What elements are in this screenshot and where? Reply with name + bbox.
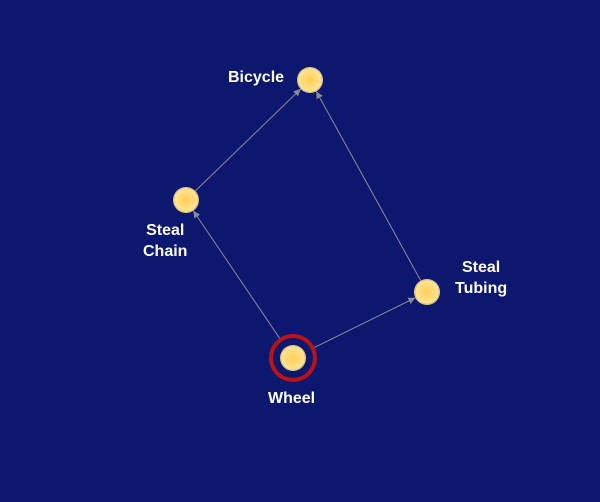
- label-wheel-line: Wheel: [268, 390, 316, 407]
- node-bicycle[interactable]: [298, 68, 322, 92]
- edge-wheel-to-steal-tubing: [303, 297, 416, 354]
- label-steal-chain: Steal Chain: [143, 220, 187, 262]
- label-wheel: Wheel: [268, 388, 315, 409]
- label-bicycle: Bicycle: [228, 67, 284, 88]
- edge-steal-chain-to-bicycle: [194, 88, 302, 193]
- label-steal-tubing-line-2: Tubing: [455, 280, 508, 297]
- edge-wheel-to-steal-chain: [192, 210, 287, 349]
- label-steal-chain-line-1: Steal: [146, 222, 185, 239]
- label-steal-chain-line-2: Chain: [143, 243, 188, 260]
- label-bicycle-line: Bicycle: [228, 69, 285, 86]
- label-steal-tubing: Steal Tubing: [455, 257, 507, 299]
- node-wheel[interactable]: [281, 346, 305, 370]
- node-steal-tubing[interactable]: [415, 280, 439, 304]
- edge-steal-tubing-to-bicycle: [315, 91, 422, 282]
- label-steal-tubing-line-1: Steal: [461, 259, 501, 276]
- node-steal-chain[interactable]: [174, 188, 198, 212]
